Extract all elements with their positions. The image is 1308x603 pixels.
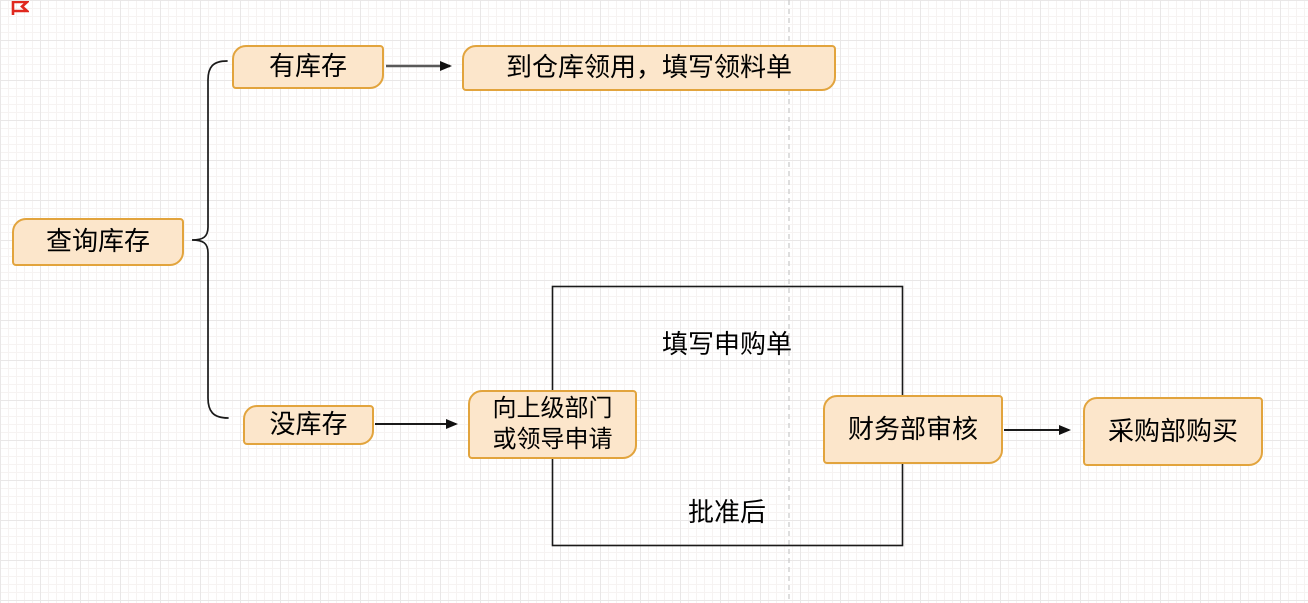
node-no-stock-label: 没库存	[269, 409, 348, 440]
node-purchasing-buy[interactable]: 采购部购买	[1083, 397, 1263, 466]
node-apply-superior[interactable]: 向上级部门 或领导申请	[468, 390, 637, 459]
node-finance-review[interactable]: 财务部审核	[823, 395, 1003, 464]
node-has-stock-label: 有库存	[268, 51, 347, 82]
node-has-stock[interactable]: 有库存	[232, 45, 384, 89]
red-flag-icon	[11, 1, 29, 15]
node-finance-review-label: 财务部审核	[847, 413, 978, 444]
label-after-approval[interactable]: 批准后	[687, 497, 767, 527]
node-no-stock[interactable]: 没库存	[243, 405, 374, 445]
node-query-stock[interactable]: 查询库存	[12, 218, 184, 266]
node-apply-superior-line2: 或领导申请	[492, 425, 613, 453]
label-fill-purchase-request[interactable]: 填写申购单	[661, 329, 793, 359]
node-purchasing-buy-label: 采购部购买	[1107, 415, 1238, 446]
node-warehouse-pick[interactable]: 到仓库领用，填写领料单	[462, 45, 836, 91]
branch-brace	[191, 60, 229, 419]
node-warehouse-pick-label: 到仓库领用，填写领料单	[505, 52, 792, 83]
node-apply-superior-line1: 向上级部门	[492, 394, 613, 422]
node-query-stock-label: 查询库存	[45, 226, 150, 257]
